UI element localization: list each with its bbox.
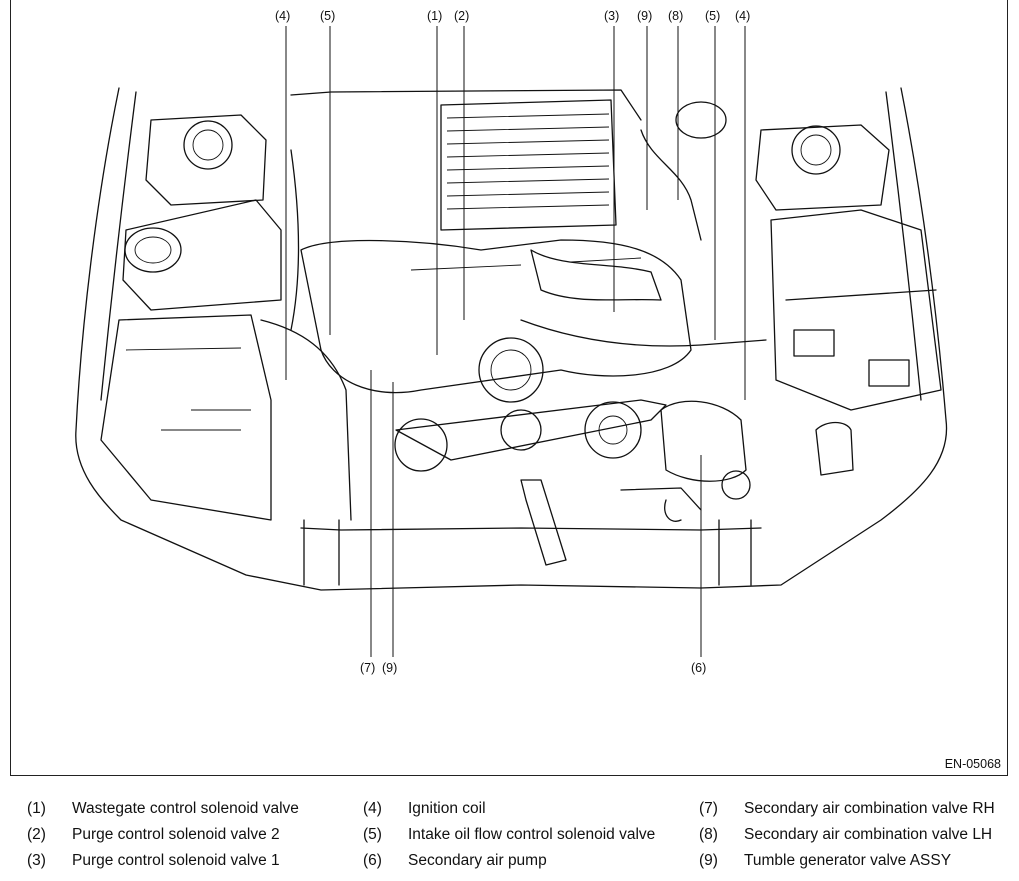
legend: (1) Wastegate control solenoid valve (2)… [0,795,1019,881]
figure-code: EN-05068 [944,757,1001,771]
callout-9: (9) [382,661,398,675]
callout-5: (5) [705,9,721,23]
legend-number: (8) [699,826,718,843]
legend-number: (7) [699,800,718,817]
legend-number: (5) [363,826,382,843]
legend-label: Secondary air combination valve LH [744,826,993,843]
legend-label: Purge control solenoid valve 1 [72,852,280,869]
callout-1: (1) [427,9,443,23]
legend-number: (1) [27,800,46,817]
callout-9: (9) [637,9,653,23]
engine-compartment-figure: (4) (5) (1) (2) (3) (9) (8) (5) (4) (7) … [10,0,1008,776]
legend-label: Secondary air pump [408,852,547,869]
legend-label: Secondary air combination valve RH [744,800,995,817]
legend-number: (2) [27,826,46,843]
legend-number: (3) [27,852,46,869]
callout-3: (3) [604,9,620,23]
callout-4: (4) [735,9,751,23]
callout-8: (8) [668,9,684,23]
legend-label: Tumble generator valve ASSY [744,852,952,869]
callout-4: (4) [275,9,291,23]
legend-label: Intake oil flow control solenoid valve [408,826,656,843]
callout-7: (7) [360,661,376,675]
engine-bay-line-drawing [75,26,948,657]
legend-number: (6) [363,852,382,869]
legend-label: Wastegate control solenoid valve [72,800,299,817]
callout-5: (5) [320,9,336,23]
legend-number: (4) [363,800,382,817]
callout-6: (6) [691,661,707,675]
legend-number: (9) [699,852,718,869]
legend-label: Ignition coil [408,800,486,817]
legend-label: Purge control solenoid valve 2 [72,826,280,843]
callout-2: (2) [454,9,470,23]
